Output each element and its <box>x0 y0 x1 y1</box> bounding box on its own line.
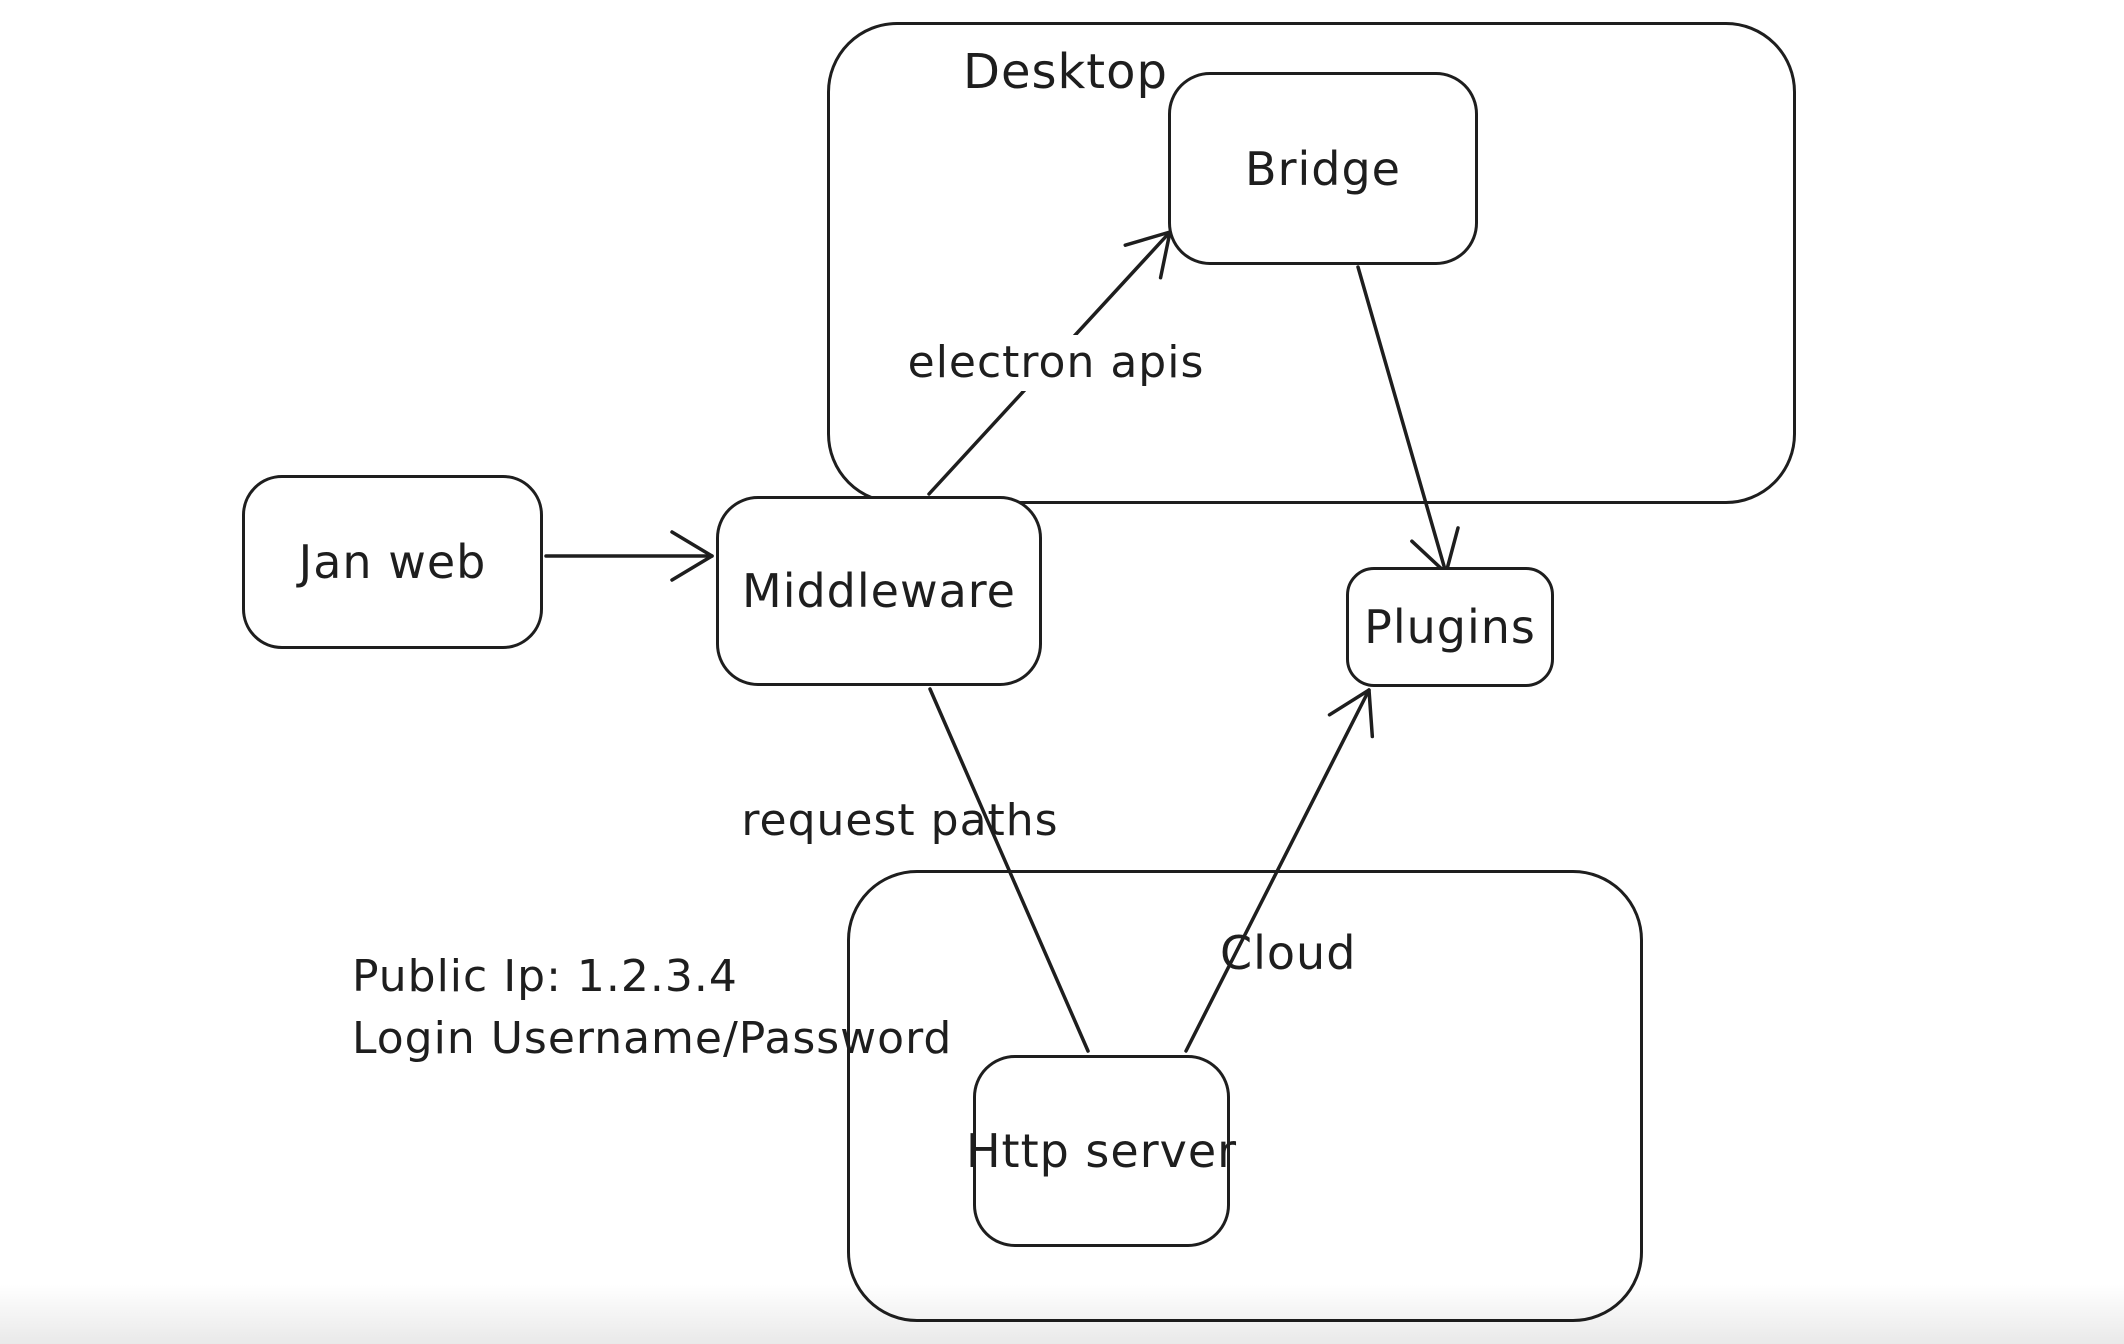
node-plugins[interactable]: Plugins <box>1346 567 1554 687</box>
credentials-note[interactable]: Public Ip: 1.2.3.4 Login Username/Passwo… <box>352 946 952 1070</box>
node-plugins-label: Plugins <box>1364 600 1536 654</box>
node-http-server-label: Http server <box>965 1124 1238 1178</box>
container-desktop-label[interactable]: Desktop <box>963 44 1168 100</box>
container-cloud-label[interactable]: Cloud <box>1220 926 1357 980</box>
edge-http-server-to-plugins[interactable] <box>1184 688 1375 1053</box>
node-jan-web[interactable]: Jan web <box>242 475 543 649</box>
edge-label-electron-apis[interactable]: electron apis <box>895 335 1217 391</box>
edge-middleware-to-http-server[interactable] <box>928 687 1090 1053</box>
node-bridge[interactable]: Bridge <box>1168 72 1478 265</box>
node-http-server[interactable]: Http server <box>966 1055 1236 1247</box>
edge-bridge-to-plugins[interactable] <box>1356 265 1460 575</box>
node-middleware-label: Middleware <box>742 564 1016 618</box>
login-text: Login Username/Password <box>352 1013 953 1064</box>
node-middleware[interactable]: Middleware <box>716 496 1042 686</box>
node-jan-web-label: Jan web <box>298 535 487 589</box>
edge-label-request-paths[interactable]: request paths <box>741 795 1059 846</box>
container-cloud[interactable] <box>847 870 1643 1322</box>
public-ip-text: Public Ip: 1.2.3.4 <box>352 951 738 1002</box>
container-desktop[interactable] <box>827 22 1796 504</box>
node-bridge-label: Bridge <box>1245 141 1401 196</box>
